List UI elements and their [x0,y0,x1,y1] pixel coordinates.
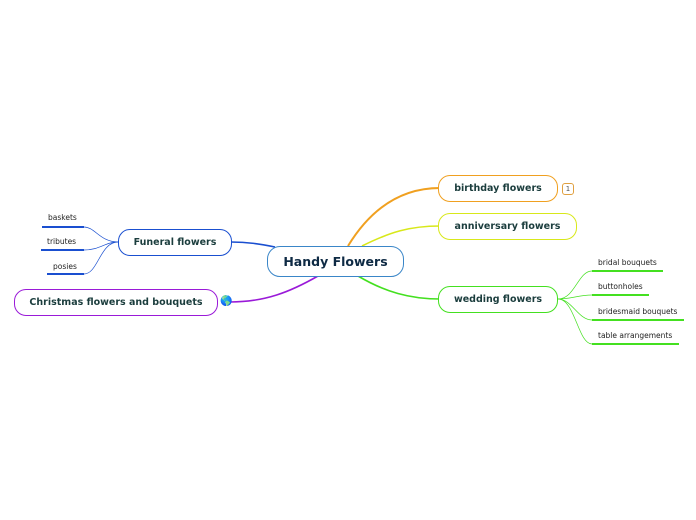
birthday-flowers-label: birthday flowers [454,183,542,194]
connector-bridesmaid-bouquets [557,298,593,321]
globe-icon[interactable]: 🌎 [220,296,233,307]
leaf-table-arrangements[interactable]: table arrangements [598,331,673,340]
connector-birthday [347,187,441,247]
wedding-flowers-node[interactable]: wedding flowers [438,286,558,313]
connector-funeral [230,241,276,248]
leaf-baskets[interactable]: baskets [48,213,77,222]
anniversary-flowers-node[interactable]: anniversary flowers [438,213,577,240]
leaf-buttonholes[interactable]: buttonholes [598,282,643,291]
funeral-flowers-node[interactable]: Funeral flowers [118,229,232,256]
connector-table-arrangements [557,298,593,345]
funeral-flowers-label: Funeral flowers [133,237,217,248]
connector-baskets [83,226,119,243]
anniversary-flowers-label: anniversary flowers [454,221,561,232]
christmas-flowers-node[interactable]: Christmas flowers and bouquets [14,289,218,316]
leaf-bridal-bouquets[interactable]: bridal bouquets [598,258,657,267]
connector-anniversary [361,225,441,247]
connector-buttonholes [557,294,593,300]
connector-wedding [357,275,441,300]
christmas-flowers-label: Christmas flowers and bouquets [29,297,203,308]
connector-posies [83,241,119,275]
birthday-flowers-node[interactable]: birthday flowers [438,175,558,202]
connector-bridal-bouquets [557,270,593,300]
central-topic-label: Handy Flowers [283,254,388,269]
leaf-tributes[interactable]: tributes [47,237,77,246]
central-topic[interactable]: Handy Flowers [267,246,404,277]
leaf-bridesmaid-bouquets[interactable]: bridesmaid bouquets [598,307,678,316]
wedding-flowers-label: wedding flowers [453,294,543,305]
leaf-posies[interactable]: posies [53,262,77,271]
note-count-badge[interactable]: 1 [562,183,574,195]
connector-christmas [229,275,319,303]
